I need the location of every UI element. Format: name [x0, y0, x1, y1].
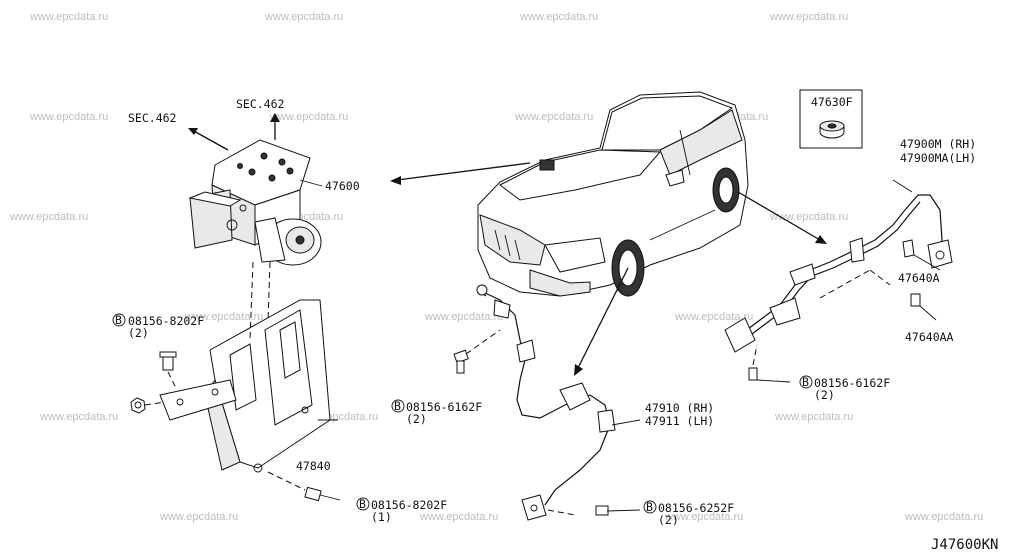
label-47900ma: 47900MA(LH) — [900, 151, 976, 165]
bolt-marker-right: B — [799, 375, 813, 389]
bolt-marker-letter: B — [394, 399, 401, 413]
front-wheel-sensor-47910 — [453, 284, 641, 521]
watermark: www.epcdata.ru — [269, 111, 348, 123]
watermark: www.epcdata.ru — [159, 511, 238, 523]
part-labels: SEC.462 SEC.462 47600 47630F 47900M (RH)… — [128, 95, 998, 553]
watermark: www.epcdata.ru — [674, 311, 753, 323]
watermark: www.epcdata.ru — [39, 411, 118, 423]
label-bolt-br-code: 08156-6252F — [658, 501, 734, 515]
label-47900m: 47900M (RH) — [900, 137, 976, 151]
watermark: www.epcdata.ru — [519, 11, 598, 23]
watermark: www.epcdata.ru — [664, 511, 743, 523]
label-bolt-tl-code: 08156-8202F — [128, 314, 204, 328]
watermark: www.epcdata.ru — [514, 111, 593, 123]
label-47840: 47840 — [296, 459, 331, 473]
watermark: www.epcdata.ru — [424, 311, 503, 323]
sec-462-arrows — [188, 113, 280, 151]
label-47910: 47910 (RH) — [645, 401, 714, 415]
label-47600: 47600 — [325, 179, 360, 193]
watermark: www.epcdata.ru — [29, 111, 108, 123]
bolt-marker-letter: B — [115, 313, 122, 327]
label-47640a: 47640A — [898, 271, 940, 285]
label-47640aa: 47640AA — [905, 330, 954, 344]
inset-47630f — [799, 89, 863, 149]
bracket-47840 — [159, 299, 338, 473]
label-bolt-right-code: 08156-6162F — [814, 376, 890, 390]
watermark: www.epcdata.ru — [184, 311, 263, 323]
bolt-marker-mid: B — [391, 399, 405, 413]
label-sec-462-left: SEC.462 — [128, 111, 176, 125]
label-bolt-mid-qty: (2) — [406, 412, 427, 426]
watermark: www.epcdata.ru — [769, 211, 848, 223]
watermark: www.epcdata.ru — [264, 11, 343, 23]
label-47630f: 47630F — [811, 95, 853, 109]
label-bolt-tl-qty: (2) — [128, 326, 149, 340]
label-bolt-bl-qty: (1) — [371, 510, 392, 524]
rear-wheel-sensor-47900m — [724, 179, 953, 383]
bolt-marker-bl: B — [356, 497, 370, 511]
watermark: www.epcdata.ru — [9, 211, 88, 223]
watermark: www.epcdata.ru — [419, 511, 498, 523]
leader-actuator-to-car — [390, 162, 531, 185]
label-bolt-mid-code: 08156-6162F — [406, 400, 482, 414]
label-sec-462-top: SEC.462 — [236, 97, 284, 111]
diagram-code: J47600KN — [931, 537, 998, 553]
watermark: www.epcdata.ru — [904, 511, 983, 523]
watermark: www.epcdata.ru — [29, 11, 108, 23]
bolt-marker-letter: B — [359, 497, 366, 511]
label-bolt-br-qty: (2) — [658, 513, 679, 527]
label-bolt-right-qty: (2) — [814, 388, 835, 402]
bolt-marker-br: B — [643, 500, 657, 514]
fasteners-left — [130, 261, 341, 502]
car-illustration — [477, 91, 749, 297]
bolt-marker-letter: B — [646, 500, 653, 514]
bolt-marker-letter: B — [802, 375, 809, 389]
watermark: www.epcdata.ru — [774, 411, 853, 423]
label-47911: 47911 (LH) — [645, 414, 714, 428]
watermark: www.epcdata.ru — [769, 11, 848, 23]
car-leaders — [574, 191, 827, 376]
bolt-marker-tl: B — [112, 313, 126, 327]
label-bolt-bl-code: 08156-8202F — [371, 498, 447, 512]
abs-actuator-47600 — [188, 139, 323, 266]
